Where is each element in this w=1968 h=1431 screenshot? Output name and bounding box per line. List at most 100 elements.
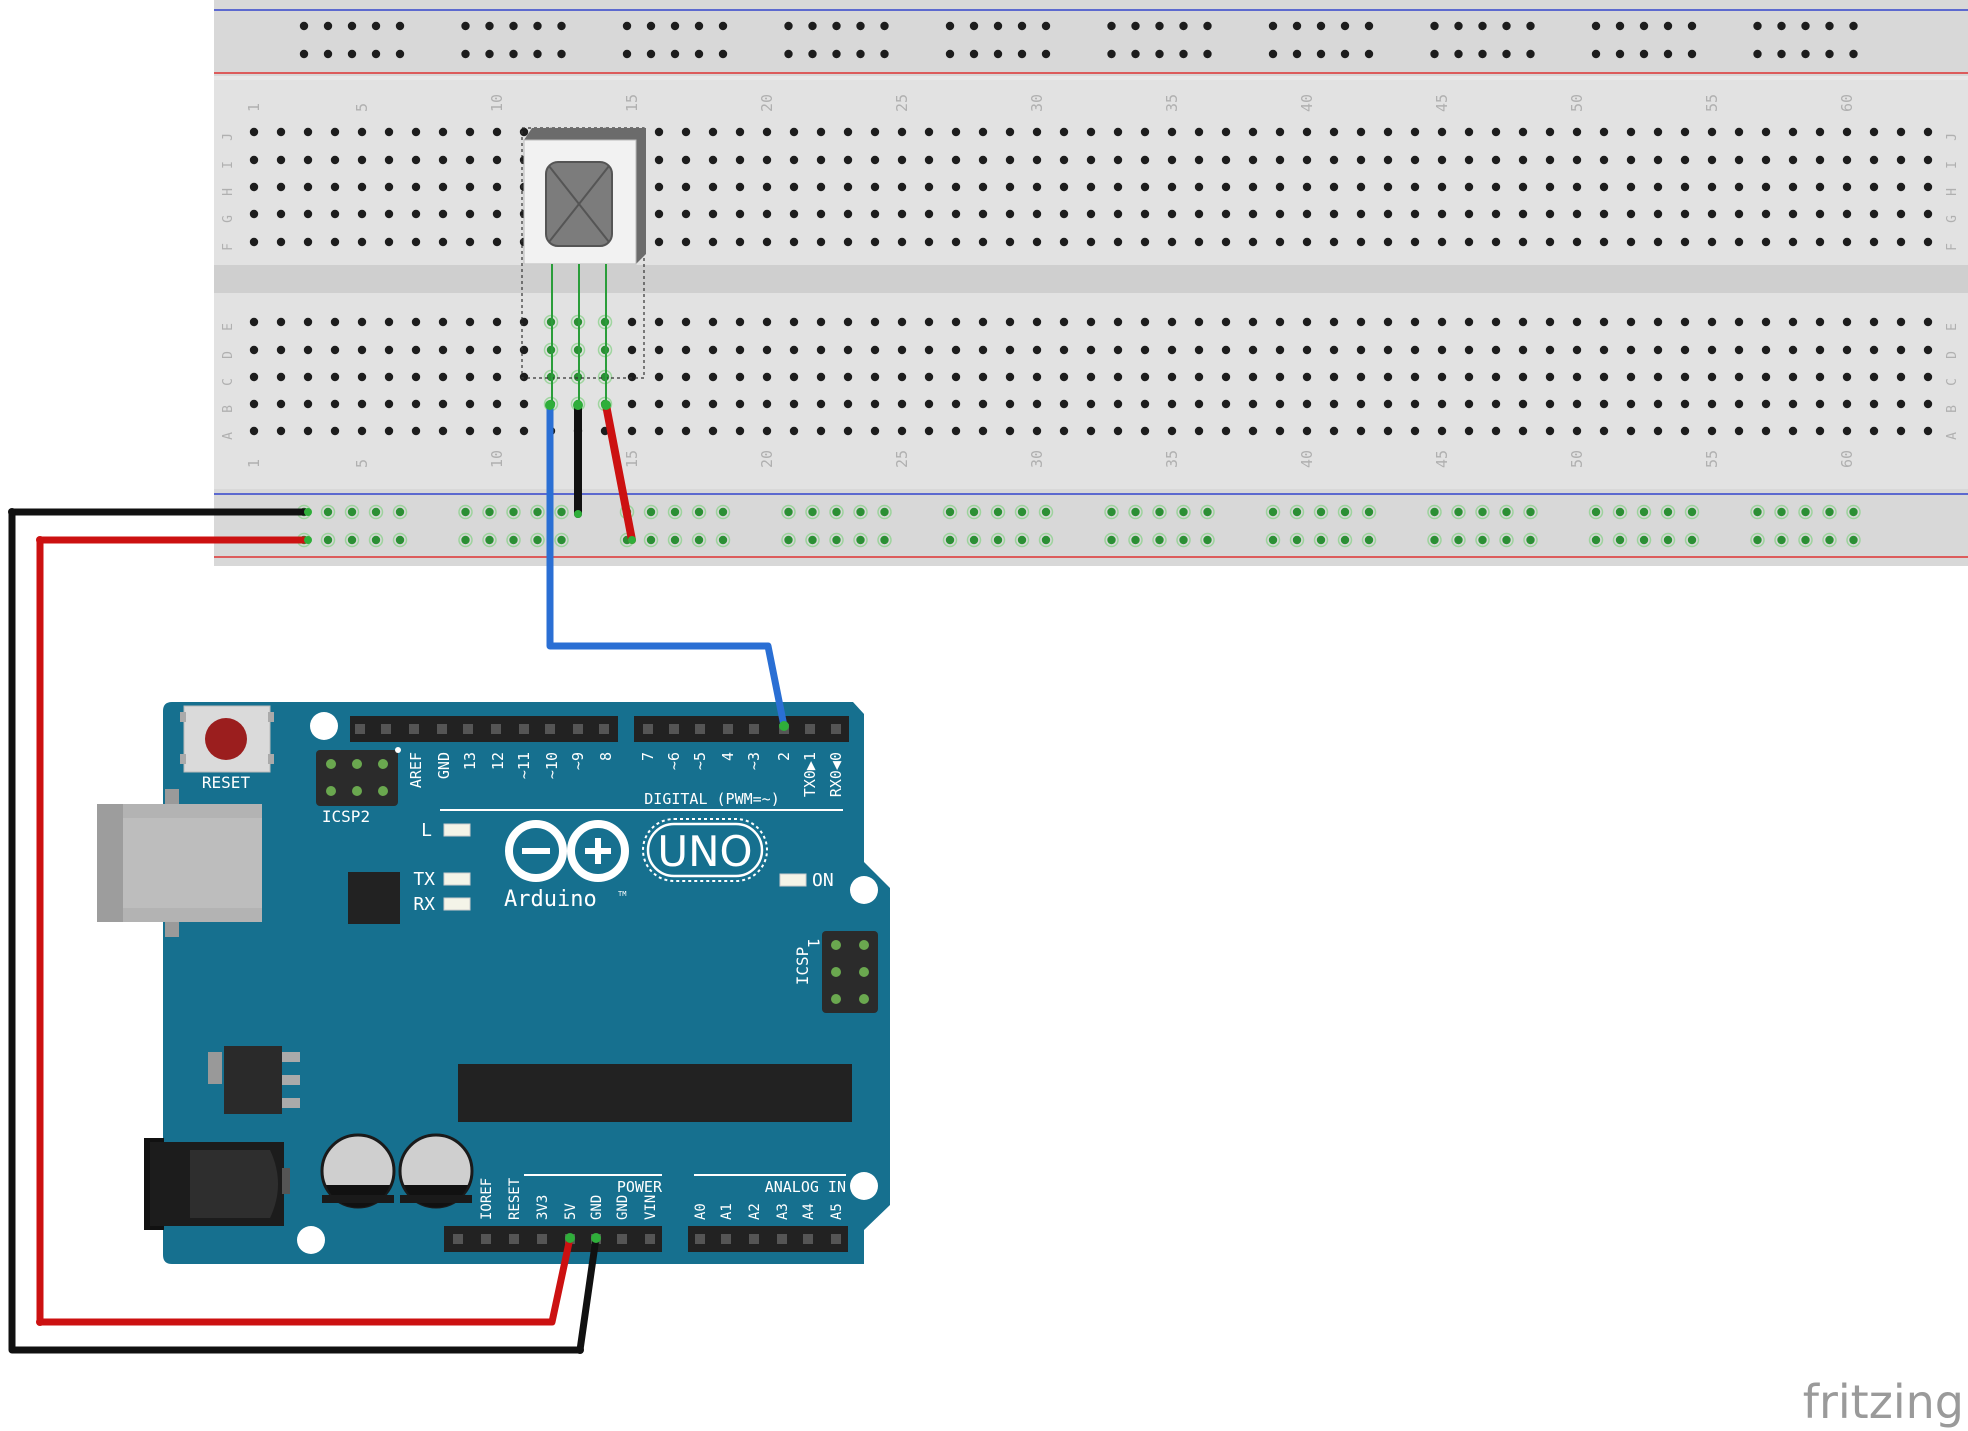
breadboard-hole[interactable] bbox=[762, 345, 772, 355]
breadboard-hole[interactable] bbox=[1680, 317, 1690, 327]
breadboard-hole[interactable] bbox=[1788, 372, 1798, 382]
breadboard-hole[interactable] bbox=[1194, 237, 1204, 247]
breadboard-hole[interactable] bbox=[1221, 426, 1231, 436]
breadboard-hole[interactable] bbox=[1316, 21, 1326, 31]
breadboard-hole[interactable] bbox=[303, 399, 313, 409]
breadboard-hole[interactable] bbox=[1896, 317, 1906, 327]
breadboard-hole[interactable] bbox=[870, 209, 880, 219]
breadboard-hole[interactable] bbox=[1639, 507, 1649, 517]
breadboard-hole[interactable] bbox=[1464, 345, 1474, 355]
breadboard-hole[interactable] bbox=[1383, 237, 1393, 247]
breadboard-hole[interactable] bbox=[735, 345, 745, 355]
breadboard-hole[interactable] bbox=[897, 209, 907, 219]
breadboard-hole[interactable] bbox=[897, 237, 907, 247]
breadboard-hole[interactable] bbox=[1896, 127, 1906, 137]
breadboard-hole[interactable] bbox=[533, 21, 542, 31]
breadboard-hole[interactable] bbox=[1753, 21, 1762, 31]
breadboard-hole[interactable] bbox=[627, 317, 637, 327]
breadboard-hole[interactable] bbox=[1653, 426, 1663, 436]
breadboard-hole[interactable] bbox=[1275, 155, 1285, 165]
power-wire[interactable] bbox=[602, 401, 636, 544]
breadboard-hole[interactable] bbox=[1113, 237, 1123, 247]
breadboard-hole[interactable] bbox=[843, 127, 853, 137]
breadboard-hole[interactable] bbox=[762, 399, 772, 409]
breadboard-hole[interactable] bbox=[1248, 127, 1258, 137]
signal-wire[interactable] bbox=[546, 405, 788, 727]
breadboard-hole[interactable] bbox=[870, 155, 880, 165]
breadboard-hole[interactable] bbox=[646, 507, 656, 517]
breadboard-hole[interactable] bbox=[1454, 49, 1463, 59]
breadboard-hole[interactable] bbox=[492, 182, 502, 192]
breadboard-hole[interactable] bbox=[1194, 399, 1204, 409]
breadboard-hole[interactable] bbox=[1340, 21, 1350, 31]
breadboard-hole[interactable] bbox=[762, 127, 772, 137]
breadboard-hole[interactable] bbox=[951, 372, 961, 382]
breadboard-hole[interactable] bbox=[1221, 127, 1231, 137]
breadboard-hole[interactable] bbox=[808, 507, 817, 517]
breadboard-hole[interactable] bbox=[1842, 399, 1852, 409]
breadboard-hole[interactable] bbox=[411, 182, 421, 192]
breadboard-hole[interactable] bbox=[945, 507, 955, 517]
breadboard-hole[interactable] bbox=[384, 426, 394, 436]
breadboard-hole[interactable] bbox=[1356, 182, 1366, 192]
reset-button[interactable] bbox=[180, 705, 274, 773]
breadboard-hole[interactable] bbox=[924, 182, 934, 192]
breadboard-hole[interactable] bbox=[816, 372, 826, 382]
breadboard-hole[interactable] bbox=[1437, 372, 1447, 382]
breadboard-hole[interactable] bbox=[718, 21, 728, 31]
breadboard-hole[interactable] bbox=[1680, 209, 1690, 219]
breadboard-hole[interactable] bbox=[1437, 317, 1447, 327]
breadboard-hole[interactable] bbox=[1815, 426, 1825, 436]
breadboard-hole[interactable] bbox=[1572, 317, 1582, 327]
breadboard-hole[interactable] bbox=[1167, 317, 1177, 327]
breadboard-hole[interactable] bbox=[357, 399, 367, 409]
breadboard-hole[interactable] bbox=[1329, 426, 1339, 436]
breadboard-hole[interactable] bbox=[1410, 209, 1420, 219]
breadboard-hole[interactable] bbox=[249, 426, 259, 436]
breadboard-hole[interactable] bbox=[670, 21, 680, 31]
breadboard-hole[interactable] bbox=[1086, 182, 1096, 192]
breadboard-hole[interactable] bbox=[1639, 49, 1649, 59]
breadboard-hole[interactable] bbox=[249, 155, 259, 165]
breadboard-hole[interactable] bbox=[1275, 426, 1285, 436]
breadboard-hole[interactable] bbox=[1316, 507, 1326, 517]
breadboard-hole[interactable] bbox=[1923, 182, 1933, 192]
breadboard-hole[interactable] bbox=[1131, 507, 1140, 517]
breadboard-hole[interactable] bbox=[1032, 317, 1042, 327]
breadboard-hole[interactable] bbox=[681, 209, 691, 219]
breadboard-hole[interactable] bbox=[1454, 507, 1463, 517]
breadboard-hole[interactable] bbox=[1653, 345, 1663, 355]
breadboard-hole[interactable] bbox=[1179, 21, 1188, 31]
breadboard-hole[interactable] bbox=[1815, 372, 1825, 382]
breadboard-hole[interactable] bbox=[1203, 49, 1212, 59]
breadboard-hole[interactable] bbox=[1356, 399, 1366, 409]
breadboard-hole[interactable] bbox=[1491, 182, 1501, 192]
breadboard-hole[interactable] bbox=[1005, 127, 1015, 137]
breadboard-hole[interactable] bbox=[395, 49, 405, 59]
breadboard-hole[interactable] bbox=[951, 345, 961, 355]
breadboard-hole[interactable] bbox=[681, 155, 691, 165]
digital-header-right[interactable] bbox=[634, 716, 849, 742]
breadboard-hole[interactable] bbox=[789, 155, 799, 165]
breadboard-hole[interactable] bbox=[1761, 317, 1771, 327]
breadboard-hole[interactable] bbox=[249, 209, 259, 219]
breadboard-hole[interactable] bbox=[1059, 209, 1069, 219]
breadboard-hole[interactable] bbox=[411, 345, 421, 355]
breadboard-hole[interactable] bbox=[654, 209, 664, 219]
breadboard-hole[interactable] bbox=[438, 155, 448, 165]
breadboard-hole[interactable] bbox=[1734, 372, 1744, 382]
breadboard-hole[interactable] bbox=[384, 209, 394, 219]
breadboard-hole[interactable] bbox=[509, 21, 518, 31]
breadboard-hole[interactable] bbox=[627, 345, 637, 355]
breadboard-hole[interactable] bbox=[1203, 507, 1212, 517]
breadboard-hole[interactable] bbox=[1491, 426, 1501, 436]
breadboard-hole[interactable] bbox=[1639, 21, 1649, 31]
breadboard-hole[interactable] bbox=[330, 345, 340, 355]
breadboard-hole[interactable] bbox=[492, 426, 502, 436]
breadboard-hole[interactable] bbox=[1140, 127, 1150, 137]
breadboard-hole[interactable] bbox=[1032, 237, 1042, 247]
breadboard-hole[interactable] bbox=[735, 426, 745, 436]
breadboard-hole[interactable] bbox=[1599, 426, 1609, 436]
breadboard-hole[interactable] bbox=[1017, 21, 1027, 31]
breadboard-hole[interactable] bbox=[533, 507, 542, 517]
